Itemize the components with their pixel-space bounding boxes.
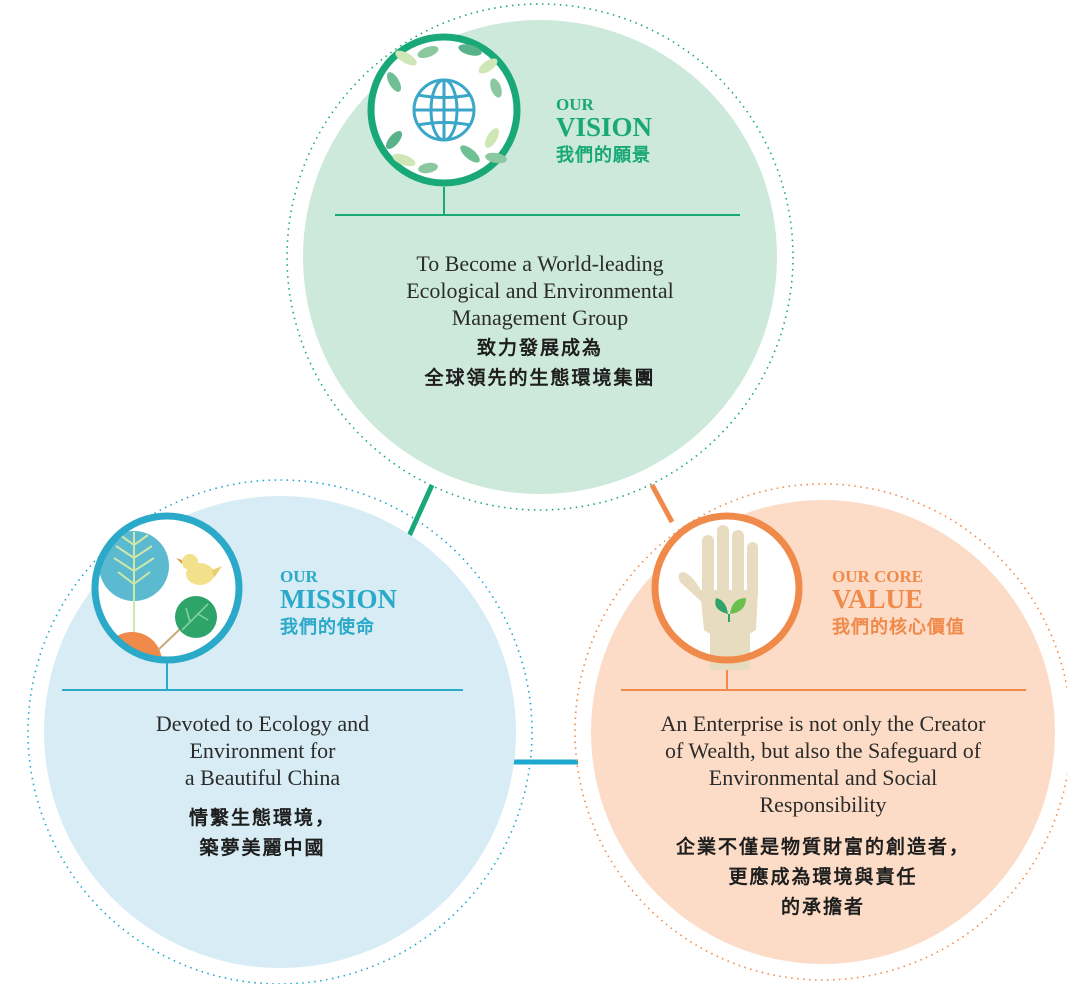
value-en-line: of Wealth, but also the Safeguard of (664, 738, 982, 763)
vision-heading: OUR VISION 我們的願景 (556, 96, 652, 169)
vision-en-line: Ecological and Environmental (406, 278, 674, 303)
value-zh-line: 更應成為環境與責任 (728, 866, 918, 888)
mission-heading-zh: 我們的使命 (280, 617, 375, 638)
value-heading-zh: 我們的核心價值 (832, 617, 965, 638)
vision-circle (286, 3, 794, 511)
value-zh-line: 企業不僅是物質財富的創造者， (675, 836, 970, 858)
mission-heading-large: MISSION (280, 584, 398, 614)
value-en-line: An Enterprise is not only the Creator (660, 711, 986, 736)
vision-zh-line: 全球領先的生態環境集團 (424, 367, 656, 389)
mission-zh-line: 築夢美麗中國 (199, 837, 326, 859)
value-zh-line: 的承擔者 (780, 896, 865, 918)
mission-zh-line: 情繫生態環境， (188, 807, 336, 829)
connector-vision-value (649, 483, 675, 524)
hand-sprout-icon (651, 512, 803, 670)
value-en-line: Environmental and Social (708, 765, 938, 790)
value-heading: OUR CORE VALUE 我們的核心價值 (832, 568, 965, 641)
mission-en-line: a Beautiful China (184, 765, 341, 790)
vision-body: To Become a World-leading Ecological and… (340, 250, 740, 393)
mission-heading-small: OUR (280, 567, 318, 586)
vision-heading-large: VISION (556, 112, 653, 142)
value-en-line: Responsibility (759, 792, 887, 817)
vision-heading-small: OUR (556, 95, 594, 114)
vision-en-line: Management Group (451, 305, 629, 330)
value-heading-small: OUR CORE (832, 567, 924, 586)
vision-en-line: To Become a World-leading (416, 251, 664, 276)
globe-leaves-icon (367, 33, 521, 187)
mission-body: Devoted to Ecology and Environment for a… (100, 710, 425, 863)
mission-en-line: Environment for (189, 738, 336, 763)
mission-en-line: Devoted to Ecology and (155, 711, 370, 736)
tree-bird-icon (91, 512, 243, 664)
mission-circle (27, 479, 533, 984)
vision-zh-line: 致力發展成為 (476, 337, 603, 359)
mission-heading: OUR MISSION 我們的使命 (280, 568, 397, 641)
vision-heading-zh: 我們的願景 (556, 145, 651, 166)
value-body: An Enterprise is not only the Creator of… (612, 710, 1034, 922)
value-heading-large: VALUE (832, 584, 924, 614)
